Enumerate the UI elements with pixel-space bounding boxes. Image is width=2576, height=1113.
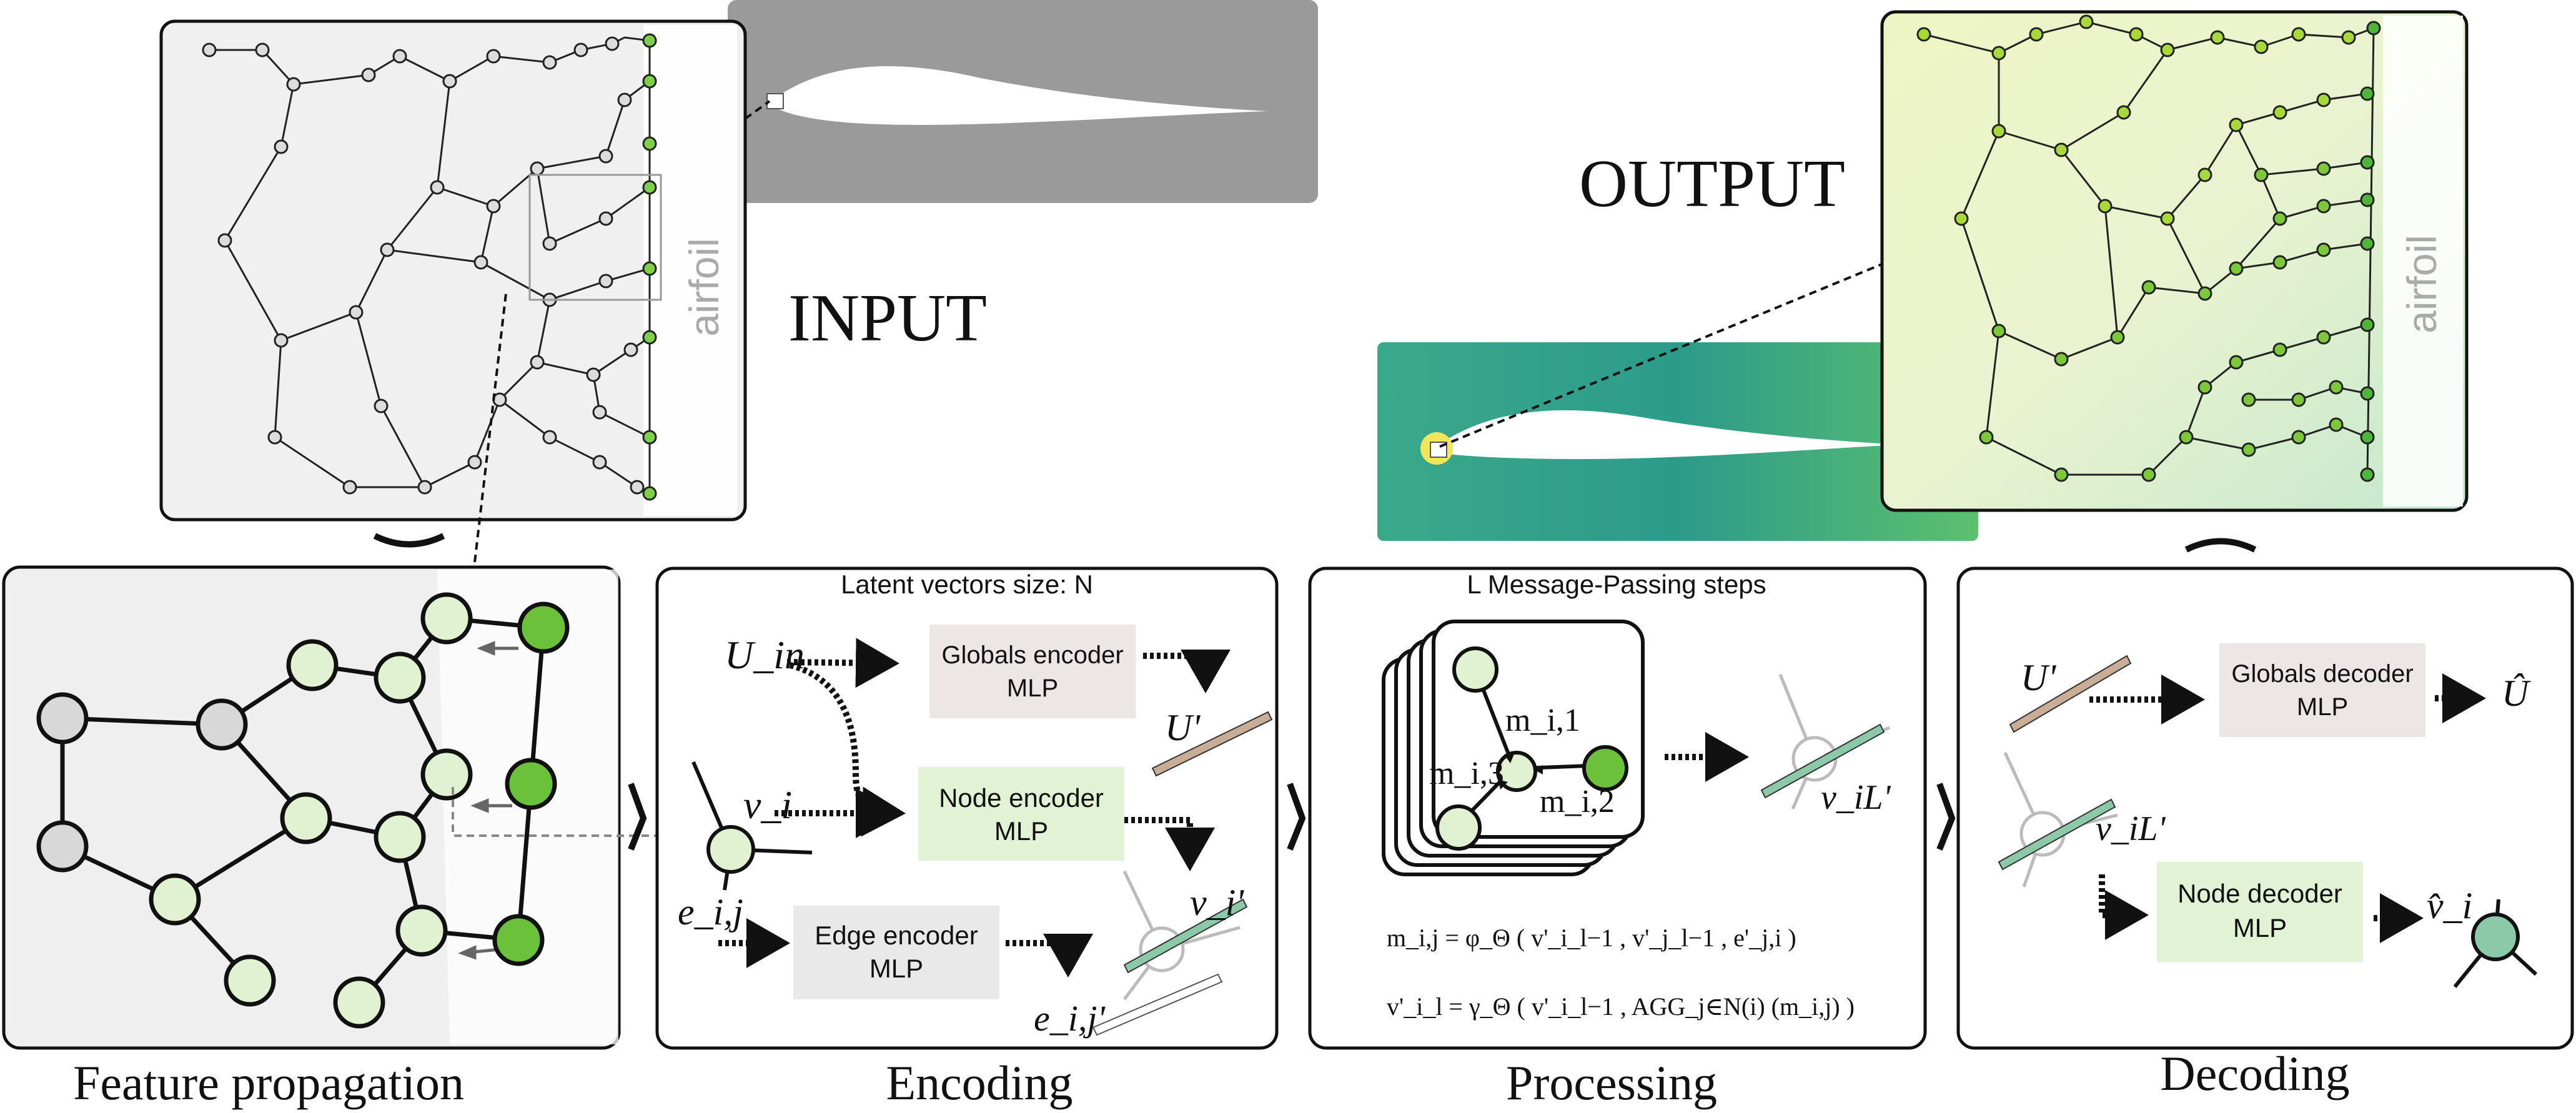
input-label: INPUT: [788, 281, 987, 355]
v-prime-label: v_i': [1190, 882, 1244, 923]
v-i-label: v_i: [743, 783, 792, 827]
chevron-right-icon: [628, 783, 647, 851]
chevron-right-icon: [1287, 783, 1306, 851]
edge-encoder-title: Edge encoder: [815, 921, 978, 950]
processing-panel: L Message-Passing steps m_i,1 m_i,2 m_i,…: [1308, 566, 1927, 1050]
v-hat-label: v̂_i: [2427, 885, 2472, 926]
message-m-i2: m_i,2: [1540, 784, 1615, 819]
edge-encoder-box: [793, 906, 999, 999]
airfoil-label-left: airfoil: [681, 238, 727, 337]
globals-decoder-title: Globals decoder: [2231, 660, 2413, 688]
e-ij-label: e_i,j: [678, 891, 743, 932]
output-label: OUTPUT: [1579, 147, 1845, 221]
decoder-v-label: v_iL': [2096, 809, 2166, 848]
decoding-panel: U' Globals decoder MLP Û v_iL' Node deco…: [1956, 566, 2574, 1050]
stage-label-feature-propagation: Feature propagation: [73, 1056, 464, 1110]
stage-label-decoding: Decoding: [2160, 1046, 2349, 1101]
equation-update: v'_i_l = γ_Θ ( v'_i_l−1 , AGG_j∈N(i) (m_…: [1387, 992, 1855, 1021]
node-decoder-box: [2157, 862, 2363, 962]
node-encoder-title: Node encoder: [939, 783, 1104, 813]
node-decoder-title: Node decoder: [2177, 879, 2342, 908]
u-in-label: U_in: [725, 633, 805, 677]
v-prime-bar: [1123, 898, 1248, 974]
input-mesh-view: [728, 0, 1318, 203]
equation-message: m_i,j = φ_Θ ( v'_i_l−1 , v'_j_l−1 , e'_j…: [1387, 924, 1796, 952]
encoding-panel: Latent vectors size: N U_in v_i e_i,j Gl…: [655, 566, 1279, 1050]
stage-label-encoding: Encoding: [886, 1056, 1073, 1110]
feature-propagation-panel: [2, 565, 621, 1050]
globals-decoder-box: [2219, 643, 2425, 737]
u-prime-bar: [1151, 711, 1273, 777]
chevron-right-icon: [1936, 783, 1956, 851]
e-prime-bar: [1092, 973, 1223, 1036]
output-field-view: [1377, 342, 1978, 541]
airfoil-label-right: airfoil: [2399, 235, 2445, 334]
v-out-label: v_iL': [1821, 778, 1891, 817]
u-prime-label: U': [1165, 707, 1201, 748]
globals-decoder-mlp: MLP: [2297, 693, 2348, 721]
node-decoder-mlp: MLP: [2233, 913, 2287, 942]
edge-encoder-mlp: MLP: [869, 954, 923, 983]
v-out-bar: [1760, 723, 1885, 799]
node-encoder-mlp: MLP: [994, 816, 1048, 846]
processing-header: L Message-Passing steps: [1467, 570, 1766, 599]
input-zoom-panel: airfoil: [159, 19, 747, 522]
node-encoder-box: [918, 767, 1124, 861]
message-m-i1: m_i,1: [1505, 703, 1580, 738]
decoder-u-prime-label: U': [2021, 657, 2056, 698]
globals-encoder-title: Globals encoder: [941, 641, 1123, 669]
message-m-i3: m_i,3: [1429, 756, 1504, 791]
decoder-v-bar: [1998, 798, 2116, 871]
output-zoom-panel: airfoil: [1880, 10, 2469, 512]
e-prime-label: e_i,j': [1034, 998, 1106, 1039]
u-hat-label: Û: [2502, 673, 2531, 714]
decoder-u-prime-bar: [2009, 655, 2132, 733]
chevron-up-icon: [2184, 538, 2257, 553]
globals-encoder-mlp: MLP: [1007, 675, 1058, 702]
globals-encoder-box: [929, 625, 1136, 718]
stage-label-processing: Processing: [1506, 1056, 1717, 1110]
encoding-header: Latent vectors size: N: [841, 570, 1093, 599]
chevron-down-icon: [373, 533, 445, 548]
